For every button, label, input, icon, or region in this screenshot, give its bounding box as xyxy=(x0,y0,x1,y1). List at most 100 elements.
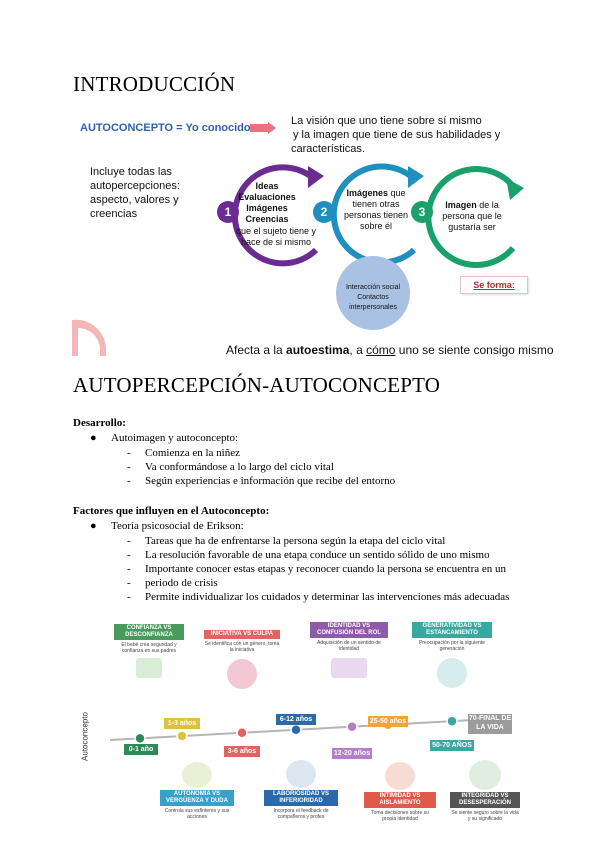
timeline-node xyxy=(237,728,247,738)
bullet-1-label: Autoimagen y autoconcepto: xyxy=(111,432,238,444)
timeline-ylabel: Autoconcepto xyxy=(81,702,90,772)
incluye-line: autopercepciones: xyxy=(90,179,180,193)
stage-desc: Controla sus esfínteres y sus acciones xyxy=(160,808,234,820)
circle2-number: 2 xyxy=(318,205,330,219)
autoconcepto-label: AUTOCONCEPTO = Yo conocido xyxy=(80,122,251,134)
timeline-node xyxy=(447,716,457,726)
decorative-shape xyxy=(72,310,106,356)
circle3-text: Imagen de la persona que le gustaría ser xyxy=(434,200,510,233)
circle2-text: Imágenes que tienen otras personas tiene… xyxy=(336,188,416,232)
age-pill: 3-6 años xyxy=(224,746,260,757)
bubble-line: interpersonales xyxy=(330,303,416,313)
vision-line: La visión que uno tiene sobre sí mismo xyxy=(291,114,500,128)
circle2-bold: Imágenes xyxy=(346,188,388,198)
stage-illustration xyxy=(182,762,212,788)
circle3-line: persona que le xyxy=(434,211,510,222)
circle2-line: tienen otras xyxy=(336,199,416,210)
circle1-line: Ideas xyxy=(232,181,302,192)
stage-card-bottom: INTEGRIDAD VS DESESPERACIÓN Se siente se… xyxy=(450,760,520,822)
circle3-line: de la xyxy=(479,200,499,210)
pink-arrow-icon xyxy=(250,122,276,134)
circle1-line: Imágenes xyxy=(232,203,302,214)
bullet-2-label: Teoría psicosocial de Erikson: xyxy=(111,520,244,532)
age-pill: 6-12 años xyxy=(276,714,316,725)
factores-list: Tareas que ha de enfrentarse la persona … xyxy=(145,534,528,604)
circle1-text: Ideas Evaluaciones Imágenes Creencias xyxy=(232,181,302,225)
stage-card-bottom: INTIMIDAD VS AISLAMIENTO Toma decisiones… xyxy=(364,762,436,822)
circle3-bold: Imagen xyxy=(445,200,477,210)
vision-line: características. xyxy=(291,142,500,156)
stage-title: GENERATIVIDAD VS ESTANCAMIENTO xyxy=(412,622,492,638)
stage-title: LABORIOSIDAD VS INFERIORIDAD xyxy=(264,790,338,806)
list-item: Tareas que ha de enfrentarse la persona … xyxy=(145,534,528,548)
stage-illustration xyxy=(227,659,257,689)
stage-illustration xyxy=(385,762,415,790)
list-item: Comienza en la niñez xyxy=(145,446,395,460)
section-title: AUTOPERCEPCIÓN-AUTOCONCEPTO xyxy=(73,373,440,398)
timeline-node xyxy=(347,722,357,732)
stage-desc: Incorpora el feedback de compañeros y pr… xyxy=(264,808,338,820)
factores-label: Factores que influyen en el Autoconcepto… xyxy=(73,505,269,517)
stage-card-bottom: LABORIOSIDAD VS INFERIORIDAD Incorpora e… xyxy=(264,760,338,820)
circle2-line: que xyxy=(391,188,406,198)
circle3-line: gustaría ser xyxy=(434,222,510,233)
stage-illustration xyxy=(437,658,467,688)
list-item-continuation-text: periodo de crisis xyxy=(145,577,218,589)
circle1-line: Creencias xyxy=(232,214,302,225)
afecta-underline: cómo xyxy=(366,343,395,357)
bubble-line: Contactos xyxy=(330,293,416,303)
stage-desc: Preocupación por la siguiente generación xyxy=(412,640,492,652)
stage-card-top: IDENTIDAD VS CONFUSIÓN DEL ROL Adquisici… xyxy=(310,622,388,678)
afecta-prefix: Afecta a la xyxy=(226,343,286,357)
timeline-ylabel-box: Autoconcepto xyxy=(78,704,90,774)
bullet-1: ●Autoimagen y autoconcepto: xyxy=(94,431,238,445)
bullet-2: ●Teoría psicosocial de Erikson: xyxy=(94,519,244,533)
timeline-node xyxy=(135,733,145,743)
stage-title: INTIMIDAD VS AISLAMIENTO xyxy=(364,792,436,808)
list-item-continuation: periodo de crisis xyxy=(145,576,528,590)
stage-illustration xyxy=(469,760,501,790)
incluye-line: creencias xyxy=(90,207,180,221)
stage-illustration xyxy=(286,760,316,788)
timeline-node xyxy=(291,725,301,735)
desarrollo-label: Desarrollo: xyxy=(73,417,126,429)
list-item: Importante conocer estas etapas y recono… xyxy=(145,562,528,576)
bubble-line: Interacción social xyxy=(330,283,416,293)
list-item: La resolución favorable de una etapa con… xyxy=(145,548,528,562)
stage-desc: Adquisición de un sentido de identidad xyxy=(310,640,388,652)
afecta-mid: , a xyxy=(349,343,366,357)
stage-card-bottom: AUTONOMÍA VS VERGÜENZA Y DUDA Controla s… xyxy=(160,762,234,820)
age-pill: 0-1 año xyxy=(124,744,158,755)
timeline-node xyxy=(177,731,187,741)
age-pill: 25-50 años xyxy=(368,716,408,727)
stage-card-top: CONFIANZA VS DESCONFIANZA El bebé crea s… xyxy=(114,624,184,678)
circle2-line: sobre él xyxy=(336,221,416,232)
circle3-number: 3 xyxy=(416,205,428,219)
circle1-line: Evaluaciones xyxy=(232,192,302,203)
stage-card-top: INICIATIVA VS CULPA Se identifica con un… xyxy=(204,630,280,689)
age-pill: 70-FINAL DE LA VIDA xyxy=(468,714,512,734)
age-pill: 50-70 AÑOS xyxy=(430,740,474,751)
stage-illustration xyxy=(136,658,162,678)
development-list: Comienza en la niñez Va conformándose a … xyxy=(145,446,395,488)
list-item: Según experiencias e información que rec… xyxy=(145,474,395,488)
afecta-text: Afecta a la autoestima, a cómo uno se si… xyxy=(226,343,554,357)
stage-title: CONFIANZA VS DESCONFIANZA xyxy=(114,624,184,640)
stage-desc: Toma decisiones sobre su propia identida… xyxy=(364,810,436,822)
erikson-timeline: CONFIANZA VS DESCONFIANZA El bebé crea s… xyxy=(100,622,520,848)
circle1-sub-line: hace de si mismo xyxy=(230,237,322,248)
stage-desc: Se siente seguro sobre la vida y su sign… xyxy=(450,810,520,822)
arrow-icon xyxy=(506,178,524,200)
vision-text: La visión que uno tiene sobre sí mismo y… xyxy=(291,114,500,156)
stage-title: AUTONOMÍA VS VERGÜENZA Y DUDA xyxy=(160,790,234,806)
stage-title: INTEGRIDAD VS DESESPERACIÓN xyxy=(450,792,520,808)
afecta-suffix: uno se siente consigo mismo xyxy=(395,343,553,357)
circle2-line: personas tienen xyxy=(336,210,416,221)
circle1-sub: que el sujeto tiene y hace de si mismo xyxy=(230,226,322,248)
arrow-icon xyxy=(408,166,424,188)
incluye-line: aspecto, valores y xyxy=(90,193,180,207)
list-item: Permite individualizar los cuidados y de… xyxy=(145,590,528,604)
age-pill: 1-3 años xyxy=(164,718,200,729)
stage-desc: El bebé crea seguridad y confianza en su… xyxy=(114,642,184,654)
incluye-text: Incluye todas las autopercepciones: aspe… xyxy=(90,165,180,221)
